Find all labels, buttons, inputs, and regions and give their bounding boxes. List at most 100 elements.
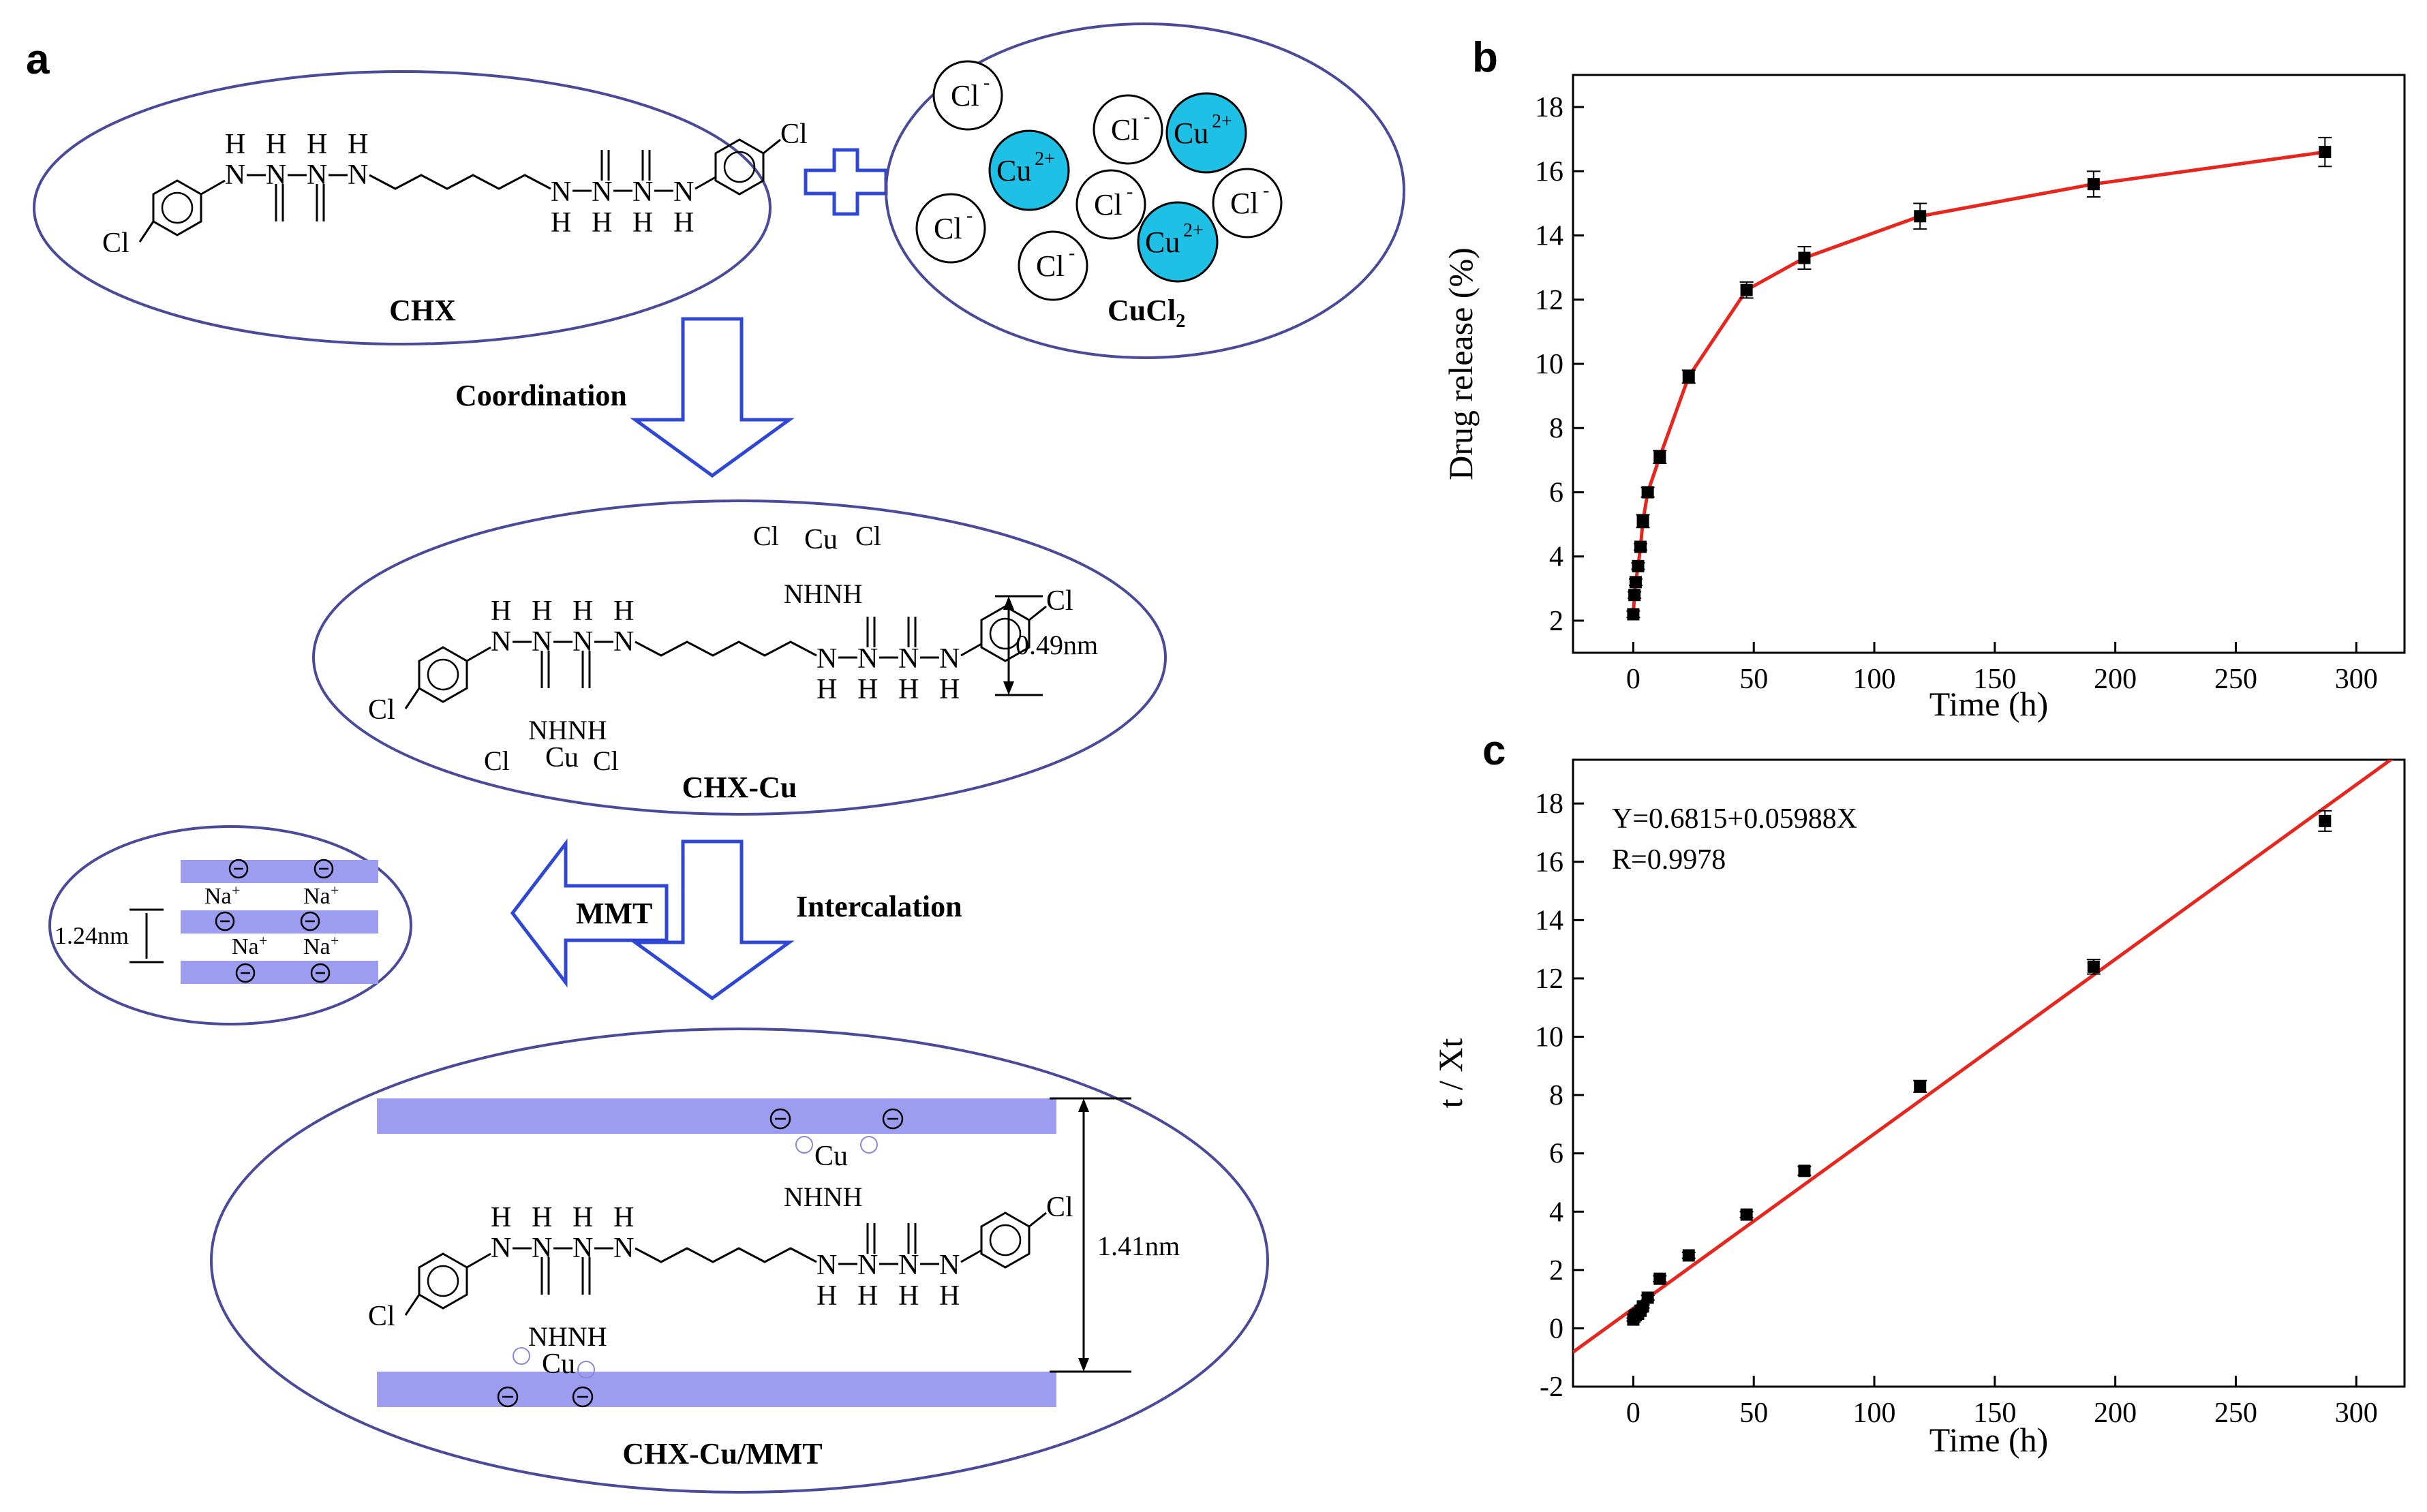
data-point <box>2319 146 2332 159</box>
svg-text:Cl: Cl <box>593 745 619 776</box>
svg-text:Cl: Cl <box>855 521 881 551</box>
mmt-ellipse <box>48 825 412 1025</box>
svg-text:Cu: Cu <box>804 524 838 555</box>
y-axis-label-c: t / Xt <box>1431 1038 1469 1109</box>
data-point <box>1682 370 1695 383</box>
data-point <box>1636 514 1649 527</box>
x-tick-label: 100 <box>1853 1398 1896 1429</box>
chx-molecule <box>102 119 808 259</box>
data-point <box>1682 1249 1695 1262</box>
svg-text:Na: Na <box>303 934 331 959</box>
x-tick-label: 250 <box>2214 664 2257 695</box>
y-tick-label: 16 <box>1535 847 1563 878</box>
x-tick-label: 0 <box>1626 664 1640 695</box>
chxcu-distance-label: 0.49nm <box>1016 630 1098 660</box>
coordination-arrow <box>630 317 795 478</box>
x-axis-label-c: Time (h) <box>1929 1421 2049 1459</box>
svg-text:Cu: Cu <box>542 1348 575 1380</box>
final-ellipse <box>210 1028 1269 1494</box>
data-point <box>1914 1080 1927 1093</box>
x-tick-label: 0 <box>1626 1398 1640 1429</box>
x-tick-label: 100 <box>1853 664 1896 695</box>
svg-text:Cu: Cu <box>1145 226 1180 259</box>
y-axis-label-b: Drug release (%) <box>1441 247 1480 480</box>
svg-text:Na: Na <box>204 884 232 909</box>
y-tick-label: -2 <box>1540 1372 1563 1403</box>
data-point <box>1740 283 1753 296</box>
svg-text:+: + <box>232 882 240 899</box>
final-molecule <box>368 1192 1073 1332</box>
svg-text:Cl: Cl <box>484 745 510 776</box>
chxcu-ellipse <box>312 499 1167 816</box>
data-point <box>1740 1208 1753 1221</box>
bottom-clay-layer <box>377 1372 1056 1407</box>
data-point <box>1653 1272 1666 1285</box>
data-point <box>1627 608 1640 621</box>
svg-text:+: + <box>331 882 339 899</box>
equation-label: Y=0.6815+0.05988X <box>1612 803 1857 835</box>
data-point <box>1798 251 1811 264</box>
y-tick-label: 8 <box>1549 1080 1563 1111</box>
x-tick-label: 300 <box>2335 1398 2378 1429</box>
data-points-b <box>1626 136 2332 621</box>
cucl2-label: CuCl2 <box>1108 294 1185 332</box>
x-tick-label: 200 <box>2094 1398 2137 1429</box>
y-tick-label: 4 <box>1549 542 1563 573</box>
svg-text:Cl: Cl <box>934 212 962 245</box>
top-clay-layer <box>377 1098 1056 1134</box>
x-tick-label: 250 <box>2214 1398 2257 1429</box>
svg-text:-: - <box>1127 181 1133 202</box>
svg-text:NHNH: NHNH <box>528 1321 607 1352</box>
x-tick-label: 50 <box>1739 1398 1768 1429</box>
mmt-label: MMT <box>576 897 652 930</box>
svg-text:Cl: Cl <box>951 79 979 112</box>
panel-label-a: a <box>26 36 50 83</box>
y-tick-label: 10 <box>1535 349 1563 380</box>
mmt-distance-label: 1.24nm <box>55 922 129 949</box>
plot-frame-c <box>1572 758 2406 1388</box>
y-tick-label: 6 <box>1549 477 1563 508</box>
svg-text:Cu: Cu <box>996 154 1031 187</box>
svg-text:Cu: Cu <box>545 742 579 773</box>
svg-text:Cl: Cl <box>1094 188 1123 221</box>
y-tick-label: 2 <box>1549 606 1563 637</box>
x-tick-label: 300 <box>2335 664 2378 695</box>
y-tick-label: 18 <box>1535 92 1563 123</box>
svg-text:NHNH: NHNH <box>528 715 607 745</box>
svg-text:Cl: Cl <box>753 521 779 551</box>
data-point <box>2319 814 2332 827</box>
data-point <box>1628 589 1641 602</box>
final-distance-label: 1.41nm <box>1097 1231 1180 1261</box>
y-tick-label: 18 <box>1535 788 1563 820</box>
data-points-c <box>1626 809 2332 1326</box>
svg-text:Cl: Cl <box>1230 187 1259 220</box>
chxcu-molecule <box>368 585 1073 726</box>
intercalation-label: Intercalation <box>796 890 962 923</box>
panel-label-c: c <box>1482 736 1506 774</box>
intercalation-arrow <box>630 839 795 1001</box>
y-tick-label: 8 <box>1549 413 1563 444</box>
data-point <box>2087 178 2100 191</box>
y-tick-label: 16 <box>1535 156 1563 187</box>
svg-text:Cu: Cu <box>1174 117 1208 150</box>
y-tick-label: 14 <box>1535 905 1563 936</box>
fit-line-c <box>1573 760 2394 1354</box>
x-axis-label-b: Time (h) <box>1929 685 2049 723</box>
svg-text:-: - <box>966 205 973 226</box>
svg-text:+: + <box>331 932 339 949</box>
mmt-arrow <box>510 838 669 988</box>
y-tick-label: 4 <box>1549 1197 1563 1228</box>
y-tick-label: 0 <box>1549 1313 1563 1344</box>
y-tick-label: 12 <box>1535 285 1563 316</box>
cl-ion-group: Cl- Cl- Cl- Cl- Cl- Cl- <box>915 60 1283 301</box>
x-tick-label: 150 <box>1973 664 2016 695</box>
svg-text:Cl: Cl <box>1111 113 1140 146</box>
svg-text:Cu: Cu <box>814 1141 848 1172</box>
y-tick-label: 2 <box>1549 1255 1563 1286</box>
svg-text:-: - <box>1069 243 1075 264</box>
